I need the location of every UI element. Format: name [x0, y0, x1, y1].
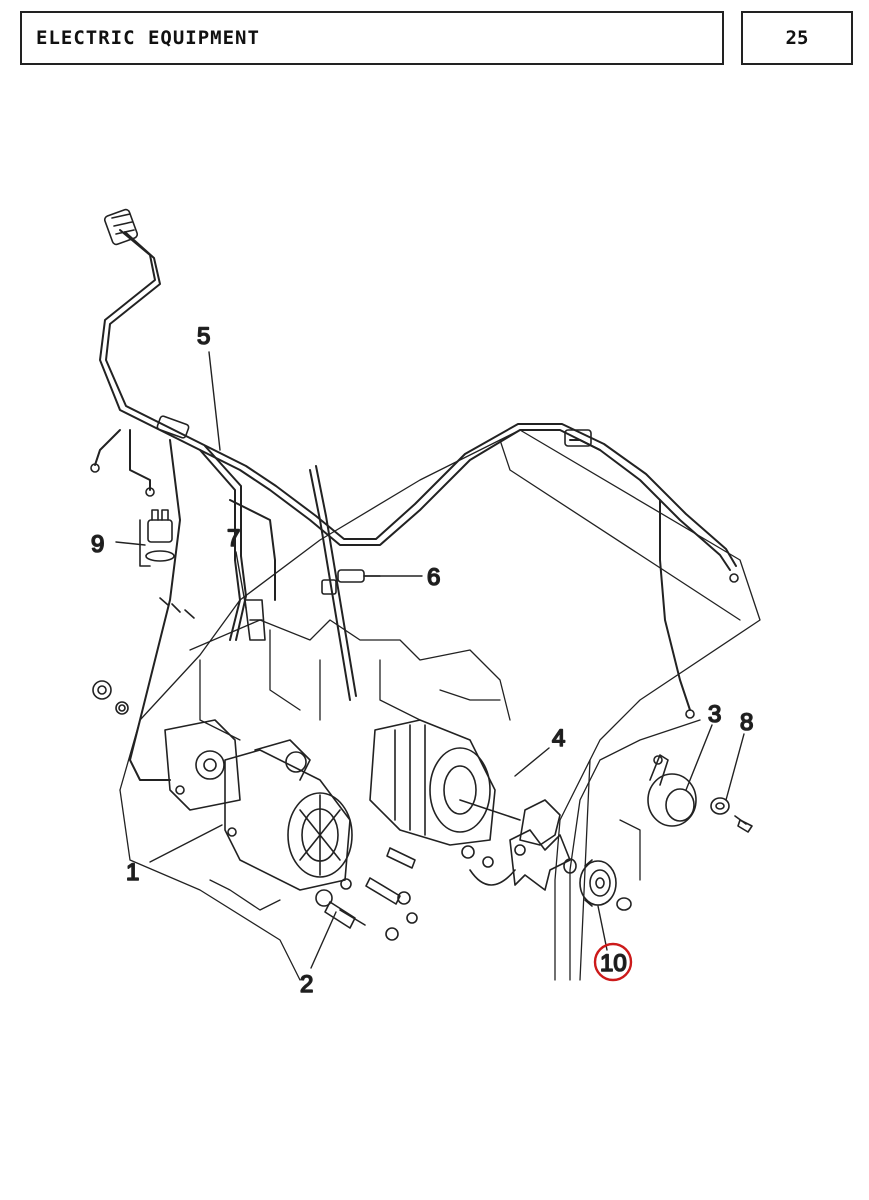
callout-9: 9 — [91, 531, 104, 558]
callout-10: 10 — [600, 950, 627, 977]
callout-6: 6 — [427, 564, 440, 591]
harness-bracket — [244, 599, 266, 641]
callout-5: 5 — [197, 323, 210, 350]
callout-1: 1 — [126, 859, 139, 886]
engine-block-outline — [119, 429, 761, 981]
callout-7: 7 — [227, 525, 240, 552]
highlight-ring — [593, 942, 633, 982]
page-title: ELECTRIC EQUIPMENT — [20, 11, 724, 65]
callout-leaders — [115, 351, 745, 969]
harness-clip-icon — [156, 415, 592, 447]
callout-2: 2 — [300, 971, 313, 998]
alternator — [369, 719, 561, 886]
fan-pulley — [509, 829, 571, 891]
sender-unit — [647, 754, 697, 827]
callout-4: 4 — [552, 725, 565, 752]
mounting-nuts — [92, 597, 195, 715]
wiring-harness — [94, 229, 737, 781]
pulley-part-10 — [563, 858, 632, 911]
bolt-washer-part-8 — [710, 797, 753, 833]
oil-pressure-sensor — [139, 509, 175, 567]
ring-terminal-icon — [90, 463, 739, 719]
callout-3: 3 — [708, 701, 721, 728]
harness-connector-icon — [103, 208, 139, 246]
starter-motor — [164, 719, 353, 891]
callout-8: 8 — [740, 709, 753, 736]
bolts-nuts-part-2 — [315, 847, 418, 941]
page-number: 25 — [741, 11, 853, 65]
